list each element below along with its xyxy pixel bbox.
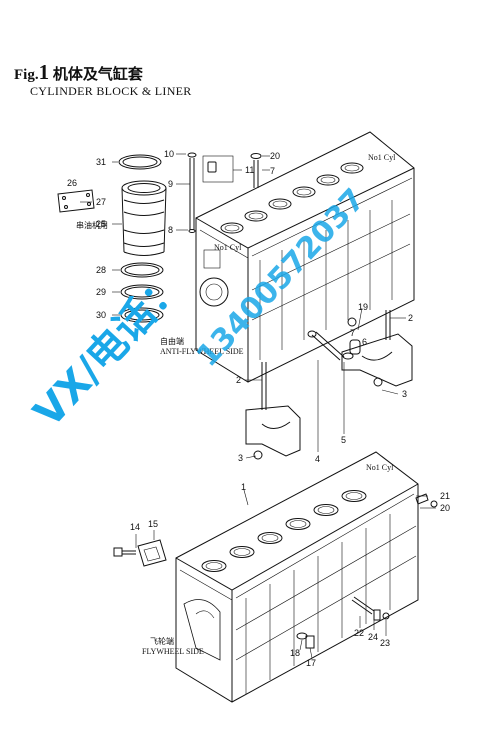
bolt-21-20 bbox=[415, 493, 438, 508]
callout-9: 9 bbox=[168, 179, 173, 189]
bearing-cap-right bbox=[341, 310, 413, 387]
nut-20-upper bbox=[250, 153, 262, 188]
callout-22: 22 bbox=[354, 628, 364, 638]
bearing-cap-left bbox=[245, 362, 301, 460]
leader-lines bbox=[80, 153, 436, 659]
callout-30: 30 bbox=[96, 310, 106, 320]
callout-2-left: 2 bbox=[236, 375, 241, 385]
pump-model-label: 串油机用 bbox=[76, 220, 108, 230]
block-mark-upper: No1 Cyl bbox=[368, 153, 396, 162]
callout-11: 11 bbox=[245, 165, 254, 175]
callout-29: 29 bbox=[96, 287, 106, 297]
fig-number: 1 bbox=[38, 60, 50, 84]
figure-subtitle: CYLINDER BLOCK & LINER bbox=[30, 84, 192, 98]
cylinder-liner-25 bbox=[121, 180, 167, 256]
o-ring-29 bbox=[120, 284, 164, 300]
plug-11 bbox=[202, 155, 234, 183]
callout-19: 19 bbox=[358, 302, 368, 312]
title-cn: 机体及气缸套 bbox=[52, 67, 143, 83]
callout-31: 31 bbox=[96, 157, 106, 167]
callout-27: 27 bbox=[96, 197, 106, 207]
side-labels: 串油机用 自由端 ANTI-FLYWHEEL SIDE 飞轮端 FLYWHEEL… bbox=[76, 153, 396, 656]
block-mark-upper-front: No1 Cyl bbox=[214, 243, 242, 252]
callout-20-upper: 20 bbox=[270, 151, 280, 161]
callout-8: 8 bbox=[168, 225, 173, 235]
callout-6: 6 bbox=[362, 337, 367, 347]
bolt-18-17 bbox=[296, 632, 315, 649]
callout-10: 10 bbox=[164, 149, 174, 159]
callout-28: 28 bbox=[96, 265, 106, 275]
callout-4: 4 bbox=[315, 454, 320, 464]
callout-2-right: 2 bbox=[408, 313, 413, 323]
callout-18: 18 bbox=[290, 648, 300, 658]
bolt-14 bbox=[113, 547, 136, 557]
callout-14: 14 bbox=[130, 522, 140, 532]
cylinder-block-upper bbox=[195, 131, 415, 383]
callout-5: 5 bbox=[341, 435, 346, 445]
flywheel-en: FLYWHEEL SIDE bbox=[142, 647, 204, 656]
anti-flywheel-en: ANTI-FLYWHEEL SIDE bbox=[160, 347, 244, 356]
callout-15: 15 bbox=[148, 519, 158, 529]
callout-24: 24 bbox=[368, 632, 378, 642]
figure-title: Fig.1 机体及气缸套 bbox=[14, 60, 143, 85]
callout-23: 23 bbox=[380, 638, 390, 648]
callout-21: 21 bbox=[440, 491, 450, 501]
stud-9 bbox=[187, 152, 197, 233]
callout-numbers: 31 25 28 29 30 26 27 10 9 8 11 20 7 2 3 … bbox=[67, 149, 450, 668]
callout-17: 17 bbox=[306, 658, 316, 668]
callout-3-right: 3 bbox=[402, 389, 407, 399]
o-ring-30 bbox=[120, 307, 164, 323]
block-mark-lower: No1 Cyl bbox=[366, 463, 394, 472]
tie-rod-4 bbox=[307, 330, 345, 361]
o-ring-31 bbox=[118, 154, 162, 170]
cover-15 bbox=[137, 539, 167, 567]
anti-flywheel-cn: 自由端 bbox=[160, 336, 184, 346]
callout-25: 25 bbox=[96, 219, 106, 229]
o-ring-28 bbox=[120, 262, 164, 278]
callout-26: 26 bbox=[67, 178, 77, 188]
cylinder-block-lower bbox=[175, 451, 419, 703]
callout-3-left: 3 bbox=[238, 453, 243, 463]
callout-7: 7 bbox=[270, 166, 275, 176]
callout-7b: 7 bbox=[350, 328, 355, 338]
fig-prefix: Fig. bbox=[14, 67, 39, 83]
washer-23-24 bbox=[373, 609, 390, 621]
cover-plate-26 bbox=[57, 189, 95, 213]
stud-22 bbox=[351, 596, 375, 615]
callout-20-lower: 20 bbox=[440, 503, 450, 513]
flywheel-cn: 飞轮端 bbox=[150, 636, 174, 646]
sleeve-5-6-7 bbox=[342, 317, 361, 360]
callout-1: 1 bbox=[241, 482, 246, 492]
